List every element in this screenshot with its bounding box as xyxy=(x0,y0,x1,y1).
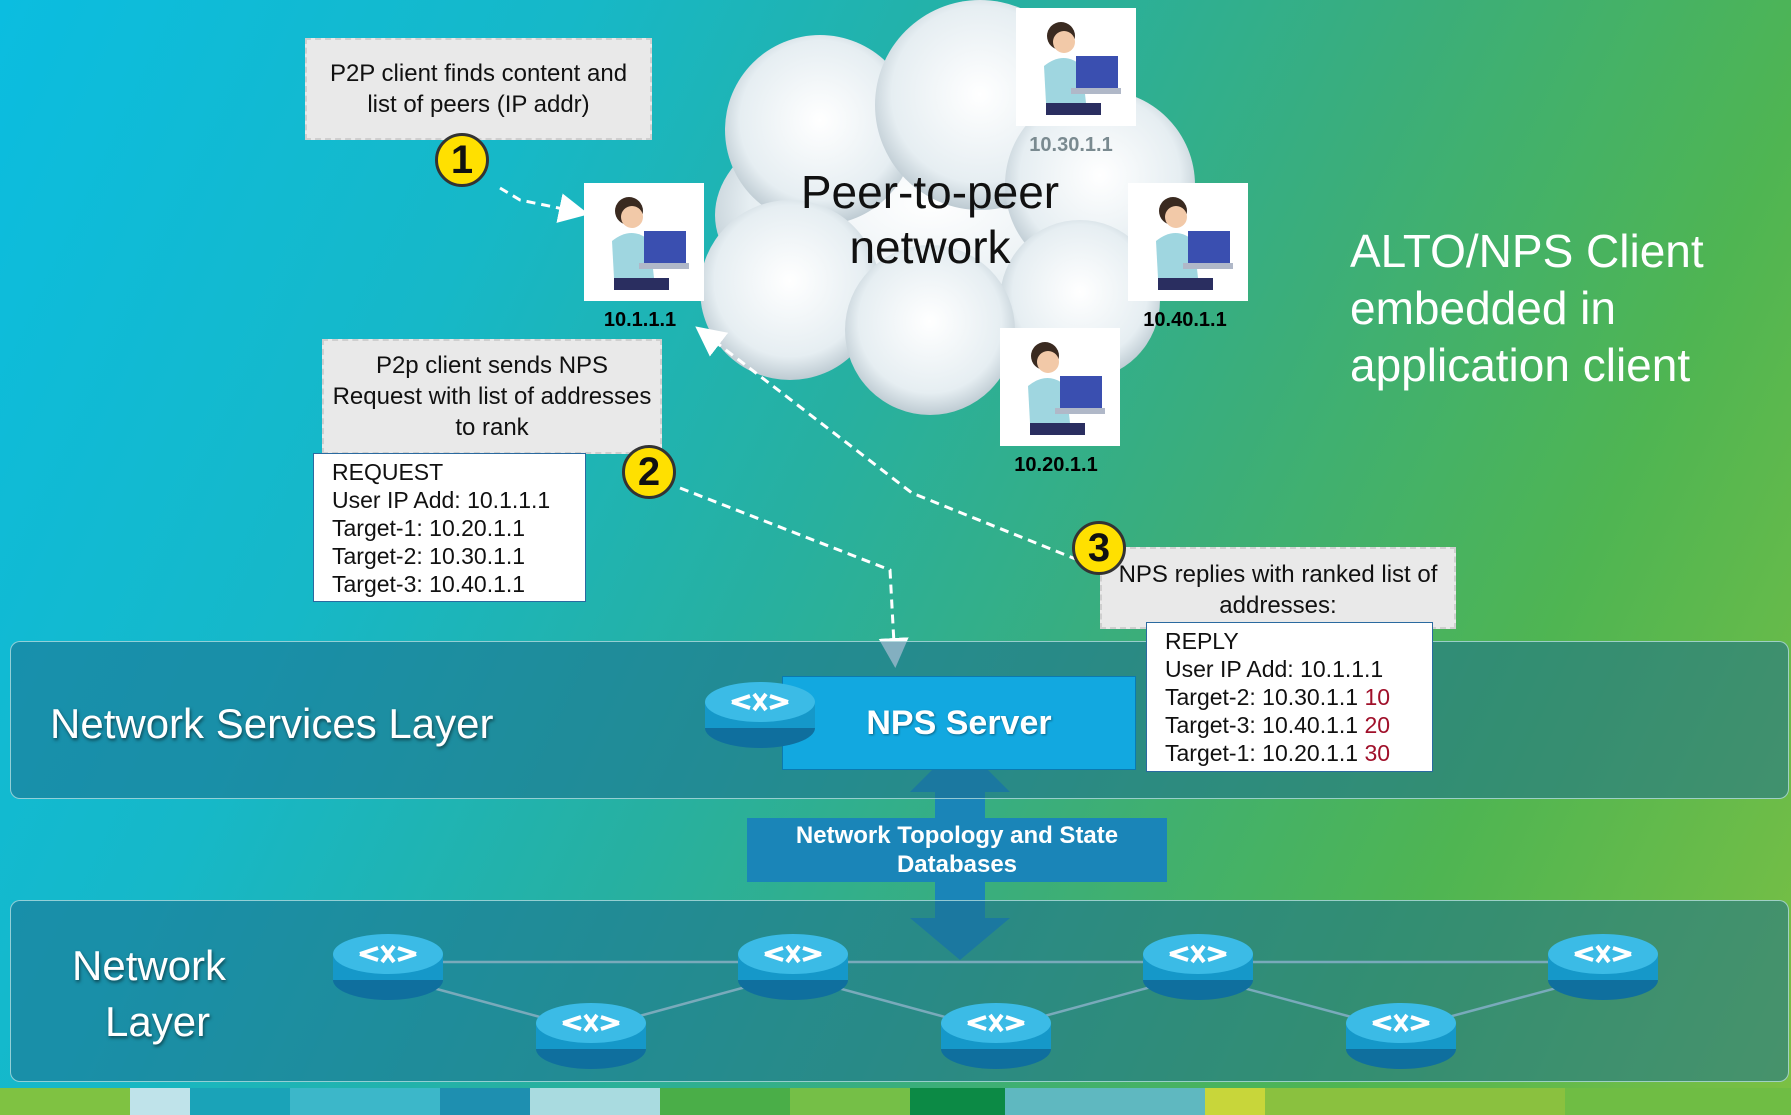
request-line: User IP Add: 10.1.1.1 xyxy=(332,487,551,513)
reply-target: Target-1: 10.20.1.1 xyxy=(1165,740,1359,766)
request-line: Target-1: 10.20.1.1 xyxy=(332,515,526,541)
step2-badge: 2 xyxy=(622,445,676,499)
network-layer-title-line1: Network xyxy=(72,942,227,989)
reply-target: Target-2: 10.30.1.1 xyxy=(1165,684,1359,710)
reply-rank: 20 xyxy=(1364,712,1391,738)
alto-note-line3: application client xyxy=(1350,339,1691,391)
peer-ip-main: 10.1.1.1 xyxy=(603,309,677,331)
reply-box: REPLY User IP Add: 10.1.1.1 Target-2: 10… xyxy=(1146,622,1433,772)
p2p-cloud xyxy=(700,0,1195,415)
alto-note-line1: ALTO/NPS Client xyxy=(1350,225,1704,277)
db-label-line2: Databases xyxy=(896,851,1018,878)
step1-note: P2P client finds content and list of pee… xyxy=(305,38,652,140)
cloud-label-line2: network xyxy=(849,221,1011,273)
request-title: REQUEST xyxy=(332,459,444,485)
alto-note-line2: embedded in xyxy=(1350,282,1616,334)
router-icon xyxy=(738,934,848,1000)
peer-icon-top xyxy=(1016,8,1136,126)
network-layer-title-line2: Layer xyxy=(105,998,211,1045)
cloud-label-line1: Peer-to-peer xyxy=(800,166,1060,218)
peer-ip-top: 10.30.1.1 xyxy=(1029,134,1113,156)
router-icon xyxy=(1548,934,1658,1000)
alto-client-note: ALTO/NPS Client embedded in application … xyxy=(1350,223,1770,394)
reply-target: Target-3: 10.40.1.1 xyxy=(1165,712,1359,738)
peer-ip-bottom: 10.20.1.1 xyxy=(1014,454,1098,476)
request-box: REQUEST User IP Add: 10.1.1.1 Target-1: … xyxy=(313,453,586,602)
peer-icon-bottom xyxy=(1000,328,1120,446)
peer-icon-main xyxy=(584,183,704,301)
router-icon xyxy=(1143,934,1253,1000)
reply-title: REPLY xyxy=(1165,628,1239,654)
reply-user: User IP Add: 10.1.1.1 xyxy=(1165,656,1384,682)
arrow-step2 xyxy=(679,486,909,668)
reply-row: Target-3: 10.40.1.1 20 xyxy=(1165,711,1414,739)
network-layer xyxy=(10,900,1789,1082)
router-icon xyxy=(941,1003,1051,1069)
peer-ip-right: 10.40.1.1 xyxy=(1143,309,1227,331)
router-icon xyxy=(333,934,443,1000)
reply-row: Target-2: 10.30.1.1 10 xyxy=(1165,683,1414,711)
reply-rank: 30 xyxy=(1364,740,1391,766)
router-icon xyxy=(1346,1003,1456,1069)
request-line: Target-3: 10.40.1.1 xyxy=(332,571,526,597)
reply-row: Target-1: 10.20.1.1 30 xyxy=(1165,739,1414,767)
reply-rank: 10 xyxy=(1364,684,1391,710)
peer-icon-right xyxy=(1128,183,1248,301)
step3-badge: 3 xyxy=(1072,521,1126,575)
step1-badge: 1 xyxy=(435,133,489,187)
cloud-label: Peer-to-peer network xyxy=(760,165,1100,275)
step3-note: NPS replies with ranked list of addresse… xyxy=(1100,547,1456,629)
db-label-line1: Network Topology and State xyxy=(795,822,1119,849)
services-layer-title: Network Services Layer xyxy=(50,700,494,747)
nps-server: NPS Server xyxy=(782,676,1136,770)
router-icon xyxy=(536,1003,646,1069)
topology-database-label: Network Topology and State Databases xyxy=(747,818,1167,882)
arrow-step1 xyxy=(499,186,589,223)
footer-color-bar xyxy=(0,1088,1791,1115)
router-icon-nps xyxy=(705,682,815,748)
request-line: Target-2: 10.30.1.1 xyxy=(332,543,526,569)
step2-note: P2p client sends NPS Request with list o… xyxy=(322,339,662,454)
